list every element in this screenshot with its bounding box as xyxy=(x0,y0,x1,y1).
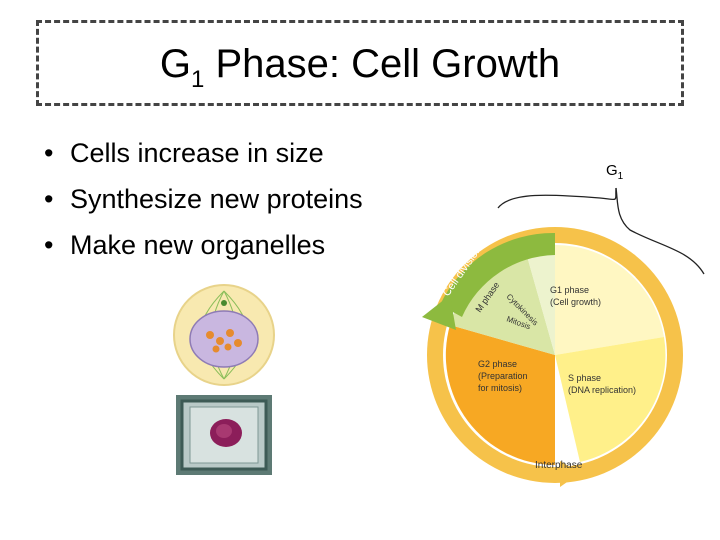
list-item: •Cells increase in size xyxy=(44,130,363,176)
g1-sector xyxy=(555,244,664,355)
m-sector xyxy=(450,249,555,355)
cell-division-arrow xyxy=(440,232,555,317)
list-item: •Synthesize new proteins xyxy=(44,176,363,222)
s-phase-label: S phase xyxy=(568,373,601,383)
g1-bracket xyxy=(497,187,705,275)
bullet-icon: • xyxy=(44,138,54,168)
g2-phase-desc-1: (Preparation xyxy=(478,371,528,381)
bullet-list: •Cells increase in size •Synthesize new … xyxy=(44,130,363,268)
s-sector xyxy=(555,337,666,462)
bullet-icon: • xyxy=(44,184,54,214)
interphase-label: Interphase xyxy=(535,460,583,471)
s-phase-desc: (DNA replication) xyxy=(568,385,636,395)
g1-phase-desc: (Cell growth) xyxy=(550,297,601,307)
title-frame xyxy=(36,20,684,106)
interphase-arrow-icon xyxy=(560,461,580,487)
cell-cycle-diagram: Cell division M phase Cytokinesis Mitosi… xyxy=(422,227,683,487)
g2-phase-desc-2: for mitosis) xyxy=(478,383,522,393)
cell-micrograph xyxy=(176,395,272,475)
bullet-icon: • xyxy=(44,230,54,260)
cell-illustration xyxy=(173,284,275,386)
arrow-head-icon xyxy=(422,295,456,330)
g2-sector xyxy=(445,325,555,465)
g1-callout-label: G1 xyxy=(606,162,624,182)
g2-phase-label: G2 phase xyxy=(478,359,517,369)
list-item: •Make new organelles xyxy=(44,222,363,268)
g1-phase-label: G1 phase xyxy=(550,285,589,295)
page-title: G1 Phase: Cell Growth xyxy=(159,42,561,93)
